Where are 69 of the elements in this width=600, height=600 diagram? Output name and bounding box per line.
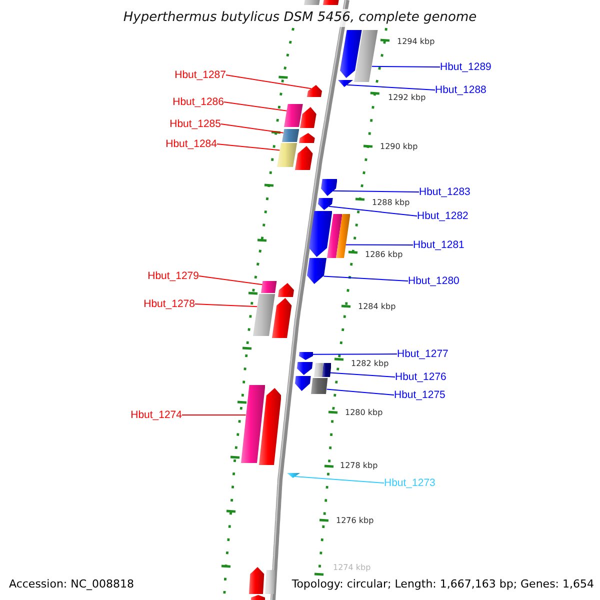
leader-line: [226, 74, 312, 90]
gene-label: Hbut_1276: [395, 372, 446, 382]
leader-line: [216, 144, 280, 151]
leader-line: [345, 244, 414, 246]
gene-label: Hbut_1282: [417, 210, 468, 222]
gene-pentagon: [295, 376, 311, 391]
gene-block: [323, 0, 339, 5]
scale-label: 1276 kbp: [336, 517, 374, 525]
gene-pentagon: [307, 258, 327, 284]
triangle-marker: [338, 80, 353, 87]
gene-label: Hbut_1275: [394, 390, 446, 400]
gene-block: [314, 363, 323, 377]
gene-pentagon: [300, 107, 317, 128]
gene-pentagon: [320, 179, 337, 196]
gene-block: [264, 570, 275, 594]
scale-label: 1280 kbp: [345, 409, 383, 417]
leader-line: [329, 372, 396, 378]
leader-line: [194, 304, 258, 308]
leader-line: [182, 414, 246, 416]
gene-label: Hbut_1285: [170, 118, 221, 130]
genome-summary-text: Topology: circular; Length: 1,667,163 bp; Genes: 1,654: [292, 578, 594, 590]
scale-label: 1294 kbp: [397, 38, 435, 46]
leader-line: [371, 66, 440, 68]
gene-label: Hbut_1273: [384, 478, 436, 488]
leader-line: [220, 124, 284, 134]
accession-text: Accession: NC_008818: [9, 578, 134, 590]
gene-label: Hbut_1274: [130, 410, 182, 420]
gene-pentagon: [306, 85, 322, 97]
scale-label: 1292 kbp: [388, 94, 426, 102]
leader-line: [346, 84, 436, 90]
gene-pentagon: [340, 30, 362, 78]
triangle-marker: [287, 473, 300, 478]
scale-label: 1282 kbp: [351, 360, 389, 368]
gene-pentagon: [294, 146, 313, 170]
gene-label: Hbut_1278: [144, 298, 195, 310]
gene-pentagon: [258, 388, 282, 465]
gene-label: Hbut_1287: [174, 70, 226, 80]
leader-line: [224, 102, 288, 112]
gene-pentagon: [298, 352, 313, 360]
gene-label: Hbut_1289: [440, 62, 492, 72]
gene-block: [304, 0, 320, 5]
scale-label: 1288 kbp: [372, 199, 410, 207]
gene-block: [354, 30, 378, 82]
leader-line: [323, 276, 408, 282]
scale-label: 1286 kbp: [365, 251, 403, 259]
gene-block: [240, 385, 265, 463]
gene-label: Hbut_1281: [413, 240, 464, 250]
gene-label: Hbut_1277: [397, 348, 448, 360]
gene-block: [326, 214, 342, 258]
gene-pentagon: [297, 362, 313, 375]
gene-label: Hbut_1280: [408, 276, 460, 286]
leader-line: [198, 276, 263, 286]
leader-line: [312, 354, 398, 355]
gene-block: [336, 214, 350, 258]
gene-label: Hbut_1279: [148, 270, 199, 282]
scale-label: 1278 kbp: [340, 462, 378, 470]
scale-label: 1290 kbp: [380, 143, 418, 151]
gene-pentagon: [299, 133, 316, 143]
gene-label: Hbut_1288: [435, 84, 486, 96]
leader-line: [332, 190, 420, 192]
scale-label: 1284 kbp: [358, 303, 396, 311]
leader-line: [326, 388, 394, 396]
scale-label: 1274 kbp: [333, 564, 371, 572]
gene-label: Hbut_1284: [166, 138, 217, 150]
gene-label: Hbut_1283: [419, 186, 470, 198]
gene-block: [284, 104, 303, 127]
leader-line: [294, 476, 384, 484]
leader-line: [328, 206, 418, 216]
gene-label: Hbut_1286: [172, 96, 224, 108]
